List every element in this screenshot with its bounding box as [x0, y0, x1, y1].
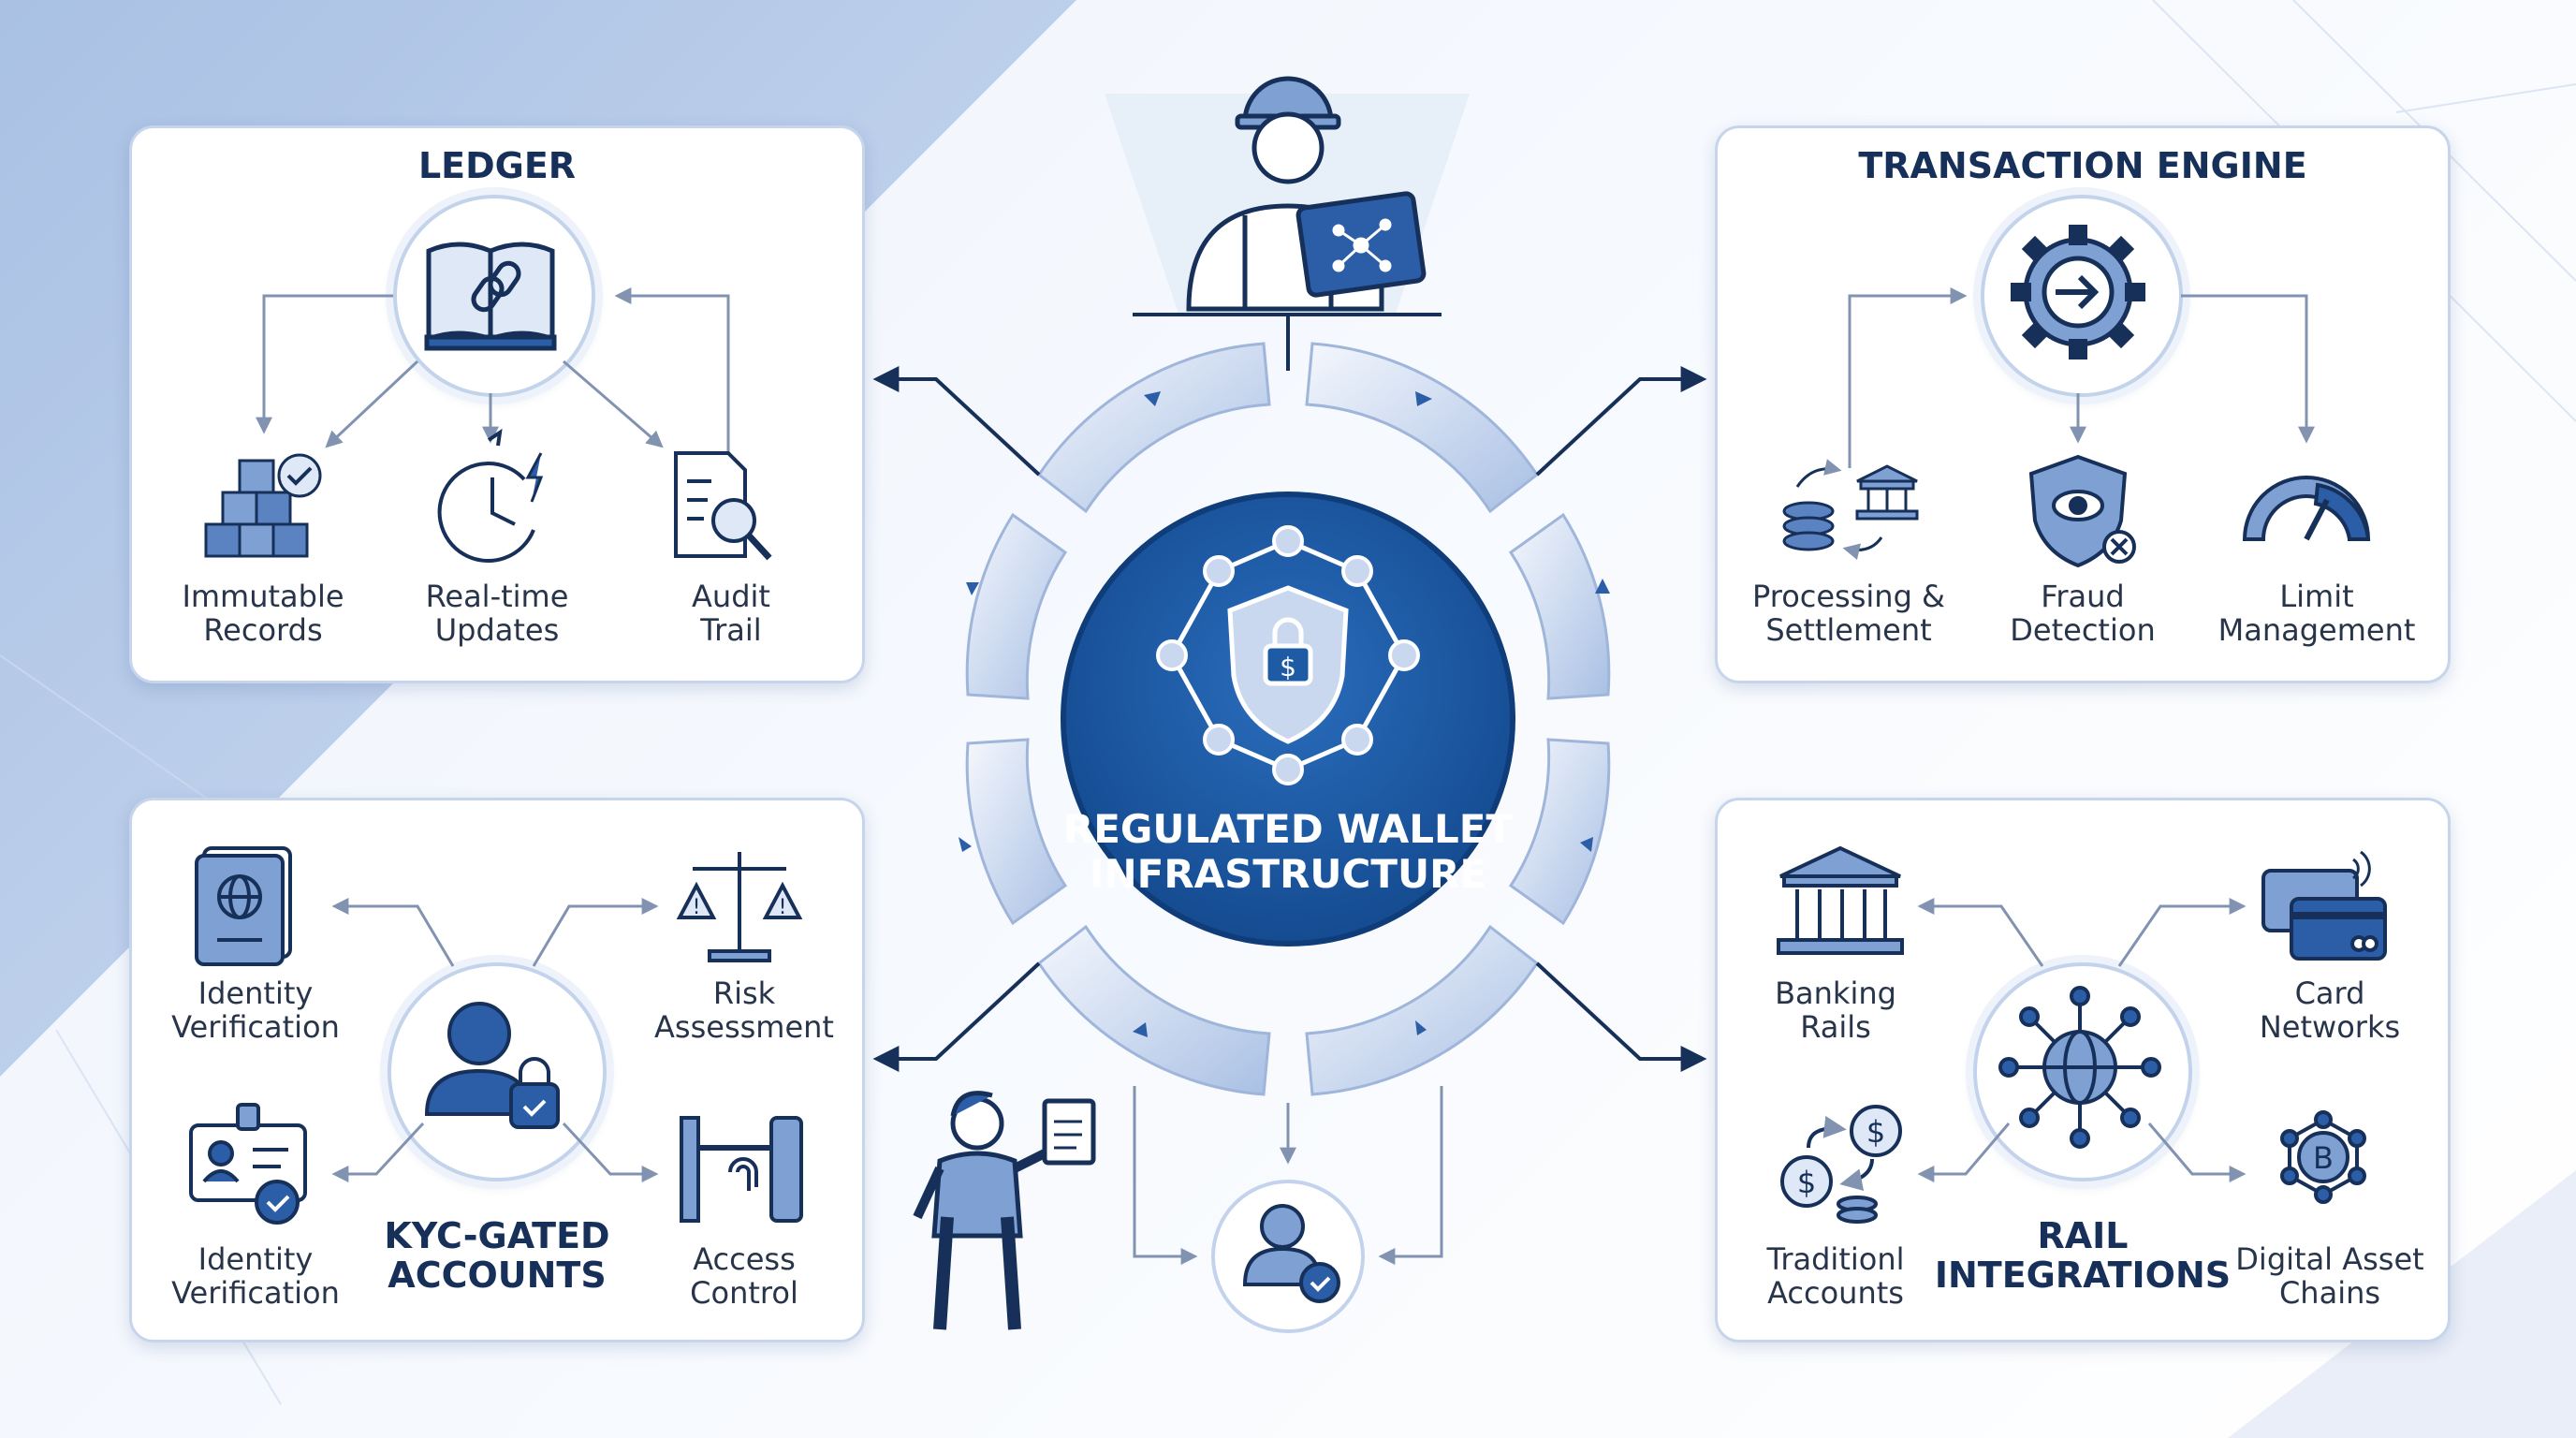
ledger-item-audit-trail: Audit Trail	[692, 579, 770, 648]
rail-title-line1: RAIL	[2037, 1215, 2129, 1256]
kyc-title: KYC-GATED ACCOUNTS	[357, 1216, 637, 1295]
rail-item-banking-rails: Banking Rails	[1775, 976, 1896, 1045]
te-item-limit-management: Limit Management	[2217, 579, 2416, 648]
kyc-title-line1: KYC-GATED	[384, 1215, 610, 1256]
rail-title-line2: INTEGRATIONS	[1934, 1255, 2232, 1296]
center-title: REGULATED WALLET INFRASTRUCTURE	[1016, 807, 1560, 897]
rail-item-card-networks: Card Networks	[2259, 976, 2401, 1045]
ledger-item-real-time-updates: Real-time Updates	[425, 579, 569, 648]
rail-hub	[1973, 962, 2192, 1181]
center-title-line1: REGULATED WALLET	[1062, 806, 1514, 852]
te-item-processing-settlement: Processing & Settlement	[1752, 579, 1945, 648]
transaction-engine-title: TRANSACTION ENGINE	[1858, 145, 2307, 186]
ledger-hub	[393, 195, 595, 397]
transaction-engine-panel: TRANSACTION ENGINE Processing & Settleme…	[1715, 125, 2451, 683]
rail-item-traditionl-accounts: Traditionl Accounts	[1766, 1241, 1905, 1311]
kyc-title-line2: ACCOUNTS	[388, 1255, 607, 1296]
transaction-engine-hub	[1981, 195, 2183, 397]
ledger-item-immutable-records: Immutable Records	[182, 579, 344, 648]
rail-title: RAIL INTEGRATIONS	[1924, 1216, 2242, 1295]
kyc-item-access-control: Access Control	[690, 1241, 798, 1311]
ledger-title: LEDGER	[417, 145, 577, 186]
kyc-item-identity-verification-2: Identity Verification	[171, 1241, 340, 1311]
kyc-item-identity-verification-1: Identity Verification	[171, 976, 340, 1045]
te-item-fraud-detection: Fraud Detection	[2010, 579, 2156, 648]
kyc-item-risk-assessment: Risk Assessment	[654, 976, 834, 1045]
rail-item-digital-asset-chains: Digital Asset Chains	[2235, 1241, 2424, 1311]
kyc-hub	[388, 962, 607, 1181]
center-title-line2: INFRASTRUCTURE	[1089, 851, 1487, 897]
